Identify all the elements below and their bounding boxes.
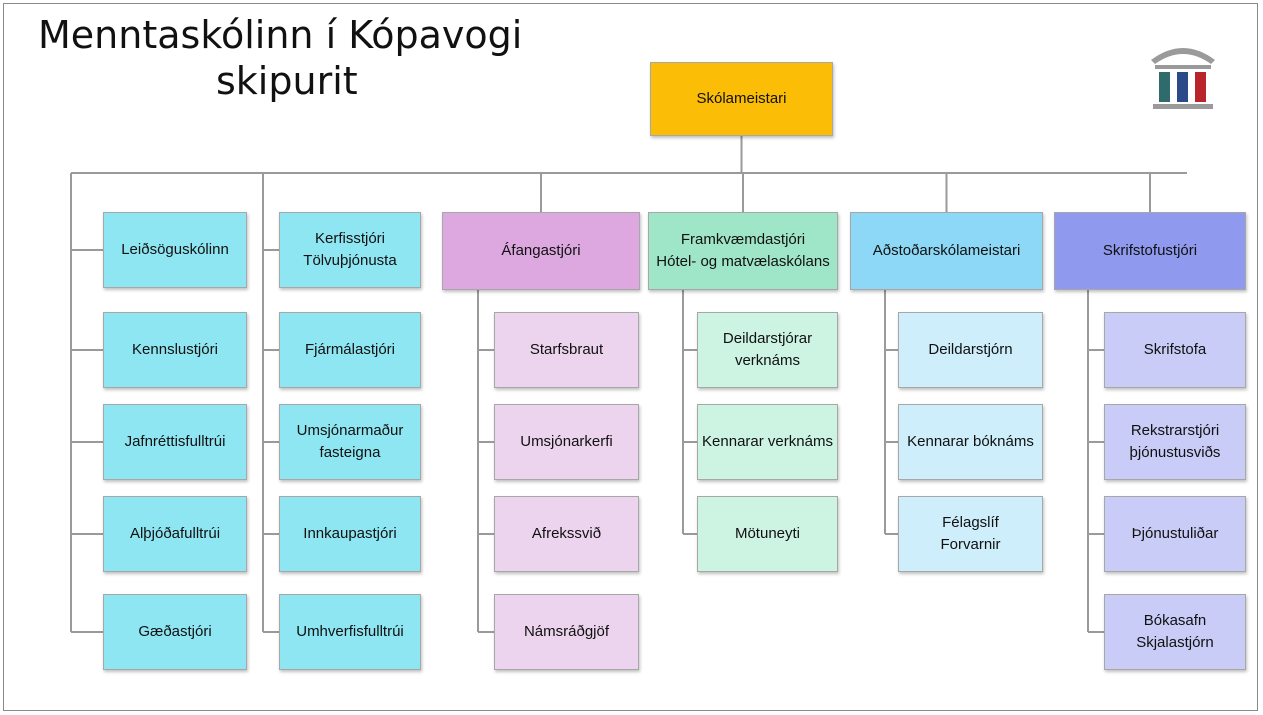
org-box-column2-4: Innkaupastjóri bbox=[279, 496, 421, 572]
org-box-column1-3: Jafnréttisfulltrúi bbox=[103, 404, 247, 480]
org-box-column1-1: Leiðsöguskólinn bbox=[103, 212, 247, 288]
org-box-manager-4: Skrifstofustjóri bbox=[1054, 212, 1246, 290]
org-box-manager-3-child-2-label: Kennarar bóknáms bbox=[907, 433, 1034, 450]
org-box-manager-2-child-3: Mötuneyti bbox=[697, 496, 838, 572]
org-box-column2-3: Umsjónarmaður fasteigna bbox=[279, 404, 421, 480]
org-box-manager-2-child-2-label: Kennarar verknáms bbox=[702, 433, 833, 450]
org-box-manager-2-child-3-label: Mötuneyti bbox=[734, 525, 801, 542]
logo-roof bbox=[1151, 48, 1215, 64]
org-box-manager-4-child-2: Rekstrarstjóri þjónustusviðs bbox=[1104, 404, 1246, 480]
org-box-column2-4-label: Innkaupastjóri bbox=[303, 525, 397, 542]
org-box-manager-4-child-2-label: Rekstrarstjóri þjónustusviðs bbox=[1129, 422, 1221, 461]
org-box-column1-4-label: Alþjóðafulltrúi bbox=[129, 525, 221, 542]
org-box-column1-5: Gæðastjóri bbox=[103, 594, 247, 670]
org-box-manager-1-child-3-label: Afrekssvið bbox=[531, 525, 602, 542]
org-box-column1-2-label: Kennslustjóri bbox=[132, 341, 218, 358]
org-box-manager-3: Aðstoðarskólameistari bbox=[850, 212, 1043, 290]
title-line-2: skipurit bbox=[216, 59, 358, 103]
org-box-column1-1-label: Leiðsöguskólinn bbox=[121, 241, 229, 258]
org-box-manager-1-child-2-label: Umsjónarkerfi bbox=[520, 433, 613, 450]
org-box-manager-2-child-1-label: Deildarstjórar verknáms bbox=[722, 330, 813, 369]
org-box-root: Skólameistari bbox=[650, 62, 833, 136]
org-box-manager-4-child-4-label: Bókasafn Skjalastjórn bbox=[1136, 612, 1214, 651]
org-box-manager-3-child-2: Kennarar bóknáms bbox=[898, 404, 1043, 480]
org-box-manager-2-label: Framkvæmdastjóri Hótel- og matvælaskólan… bbox=[656, 231, 830, 270]
org-box-manager-1: Áfangastjóri bbox=[442, 212, 640, 290]
org-box-manager-1-child-4: Námsráðgjöf bbox=[494, 594, 639, 670]
logo-column-3 bbox=[1195, 72, 1206, 102]
org-box-manager-3-child-1-label: Deildarstjórn bbox=[928, 341, 1013, 358]
org-box-manager-4-child-3-label: Þjónustuliðar bbox=[1131, 525, 1219, 542]
org-box-manager-3-child-3-label: Félagslíf Forvarnir bbox=[940, 514, 1001, 553]
org-box-manager-2-child-1: Deildarstjórar verknáms bbox=[697, 312, 838, 388]
org-box-manager-1-child-1-label: Starfsbraut bbox=[529, 341, 604, 358]
org-box-manager-1-child-1: Starfsbraut bbox=[494, 312, 639, 388]
org-box-manager-1-child-3: Afrekssvið bbox=[494, 496, 639, 572]
logo-base bbox=[1153, 104, 1213, 109]
org-box-manager-3-child-1: Deildarstjórn bbox=[898, 312, 1043, 388]
org-box-column2-1: Kerfisstjóri Tölvuþjónusta bbox=[279, 212, 421, 288]
org-box-manager-4-child-3: Þjónustuliðar bbox=[1104, 496, 1246, 572]
org-box-manager-4-child-4: Bókasafn Skjalastjórn bbox=[1104, 594, 1246, 670]
org-box-manager-2-child-2: Kennarar verknáms bbox=[697, 404, 838, 480]
org-box-column1-2: Kennslustjóri bbox=[103, 312, 247, 388]
org-box-manager-3-child-3: Félagslíf Forvarnir bbox=[898, 496, 1043, 572]
org-box-column2-5: Umhverfisfulltrúi bbox=[279, 594, 421, 670]
org-box-manager-1-label: Áfangastjóri bbox=[501, 242, 581, 259]
org-box-column1-5-label: Gæðastjóri bbox=[138, 623, 212, 640]
org-box-manager-2: Framkvæmdastjóri Hótel- og matvælaskólan… bbox=[648, 212, 838, 290]
school-building-icon bbox=[1145, 38, 1221, 114]
page-title: Menntaskólinn í Kópavogi skipurit bbox=[38, 12, 558, 104]
org-box-manager-4-label: Skrifstofustjóri bbox=[1102, 242, 1198, 259]
org-box-manager-3-label: Aðstoðarskólameistari bbox=[872, 242, 1021, 259]
org-box-manager-1-child-4-label: Námsráðgjöf bbox=[523, 623, 610, 640]
org-box-manager-4-child-1-label: Skrifstofa bbox=[1143, 341, 1207, 358]
logo-column-2 bbox=[1177, 72, 1188, 102]
org-box-column1-4: Alþjóðafulltrúi bbox=[103, 496, 247, 572]
org-box-column2-2-label: Fjármálastjóri bbox=[304, 341, 395, 358]
title-line-1: Menntaskólinn í Kópavogi bbox=[38, 13, 523, 57]
org-box-root-label: Skólameistari bbox=[696, 90, 787, 107]
logo-beam bbox=[1155, 65, 1211, 69]
org-box-column2-2: Fjármálastjóri bbox=[279, 312, 421, 388]
org-box-column1-3-label: Jafnréttisfulltrúi bbox=[124, 433, 226, 450]
org-box-column2-1-label: Kerfisstjóri Tölvuþjónusta bbox=[303, 230, 397, 269]
org-box-manager-1-child-2: Umsjónarkerfi bbox=[494, 404, 639, 480]
org-box-manager-4-child-1: Skrifstofa bbox=[1104, 312, 1246, 388]
logo-column-1 bbox=[1159, 72, 1170, 102]
org-box-column2-3-label: Umsjónarmaður fasteigna bbox=[296, 422, 404, 461]
org-box-column2-5-label: Umhverfisfulltrúi bbox=[296, 623, 404, 640]
